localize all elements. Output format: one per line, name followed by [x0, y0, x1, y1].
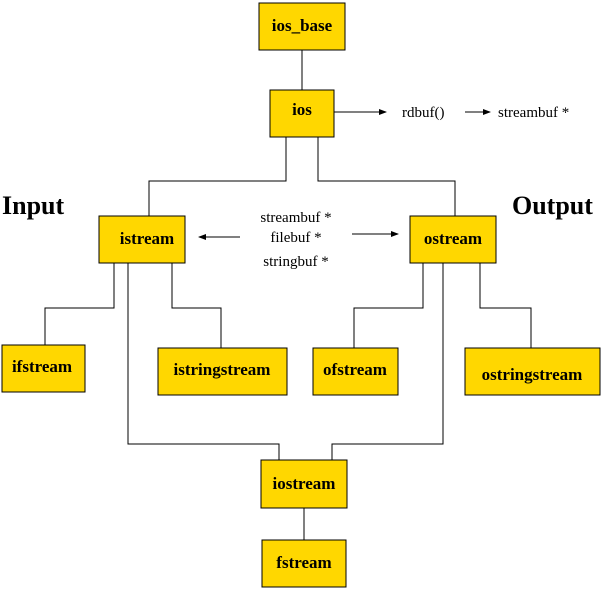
line-istream-iostream [127, 263, 280, 460]
buffer-label-streambuf: streambuf * [260, 210, 331, 226]
node-label: ostream [424, 229, 482, 248]
node-ios: ios [269, 89, 335, 138]
node-fstream: fstream [261, 539, 347, 588]
buffer-label-filebuf: filebuf * [270, 230, 321, 246]
node-ofstream: ofstream [312, 347, 399, 396]
node-ios-base: ios_base [258, 2, 346, 51]
arrows [198, 109, 491, 240]
node-iostream: iostream [260, 459, 348, 509]
node-istringstream: istringstream [157, 347, 288, 396]
connector-lines [44, 50, 532, 540]
node-istream: istream [98, 215, 186, 264]
node-label: istringstream [174, 360, 271, 379]
line-ostream-ostringstream [479, 263, 532, 348]
input-heading: Input [2, 191, 64, 220]
line-istream-istringstream [171, 263, 222, 348]
node-ifstream: ifstream [1, 344, 86, 393]
node-label: ofstream [323, 360, 387, 379]
line-ios-istream [148, 137, 287, 216]
node-ostream: ostream [409, 215, 497, 264]
node-label: ostringstream [482, 365, 583, 384]
line-ostream-iostream [331, 263, 444, 460]
buffer-label-stringbuf: stringbuf * [263, 254, 328, 270]
node-label: fstream [276, 553, 331, 572]
node-label: ios [292, 100, 312, 119]
node-ostringstream: ostringstream [464, 347, 601, 396]
line-ostream-ofstream [353, 263, 424, 348]
line-istream-ifstream [44, 263, 115, 345]
output-heading: Output [512, 191, 593, 220]
line-ios-ostream [317, 137, 456, 216]
streambuf-pointer-label: streambuf * [498, 105, 569, 121]
node-label: istream [120, 229, 174, 248]
rdbuf-label: rdbuf() [402, 105, 444, 121]
node-label: ifstream [12, 357, 72, 376]
node-label: ios_base [272, 16, 333, 35]
node-label: iostream [273, 474, 336, 493]
